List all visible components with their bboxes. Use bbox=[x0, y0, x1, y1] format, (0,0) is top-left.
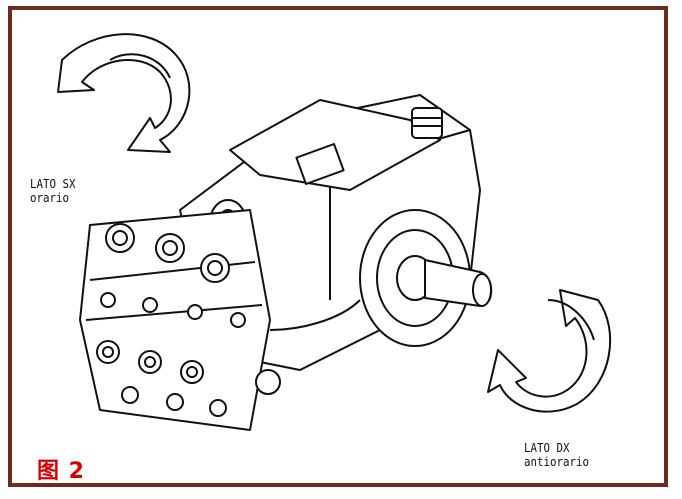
figure-caption: 图 2 bbox=[37, 459, 85, 484]
rotation-arrow-left-icon bbox=[57, 33, 191, 153]
rotation-arrow-right-icon bbox=[487, 289, 612, 413]
pump-drawing bbox=[79, 94, 493, 431]
right-side-label-line2: antiorario bbox=[524, 455, 590, 469]
left-side-label-line1: LATO SX bbox=[30, 177, 76, 191]
left-side-label: LATO SX orario bbox=[30, 177, 76, 205]
right-side-label: LATO DX antiorario bbox=[524, 441, 589, 469]
right-side-label-line1: LATO DX bbox=[524, 441, 570, 455]
left-side-label-line2: orario bbox=[30, 191, 70, 205]
